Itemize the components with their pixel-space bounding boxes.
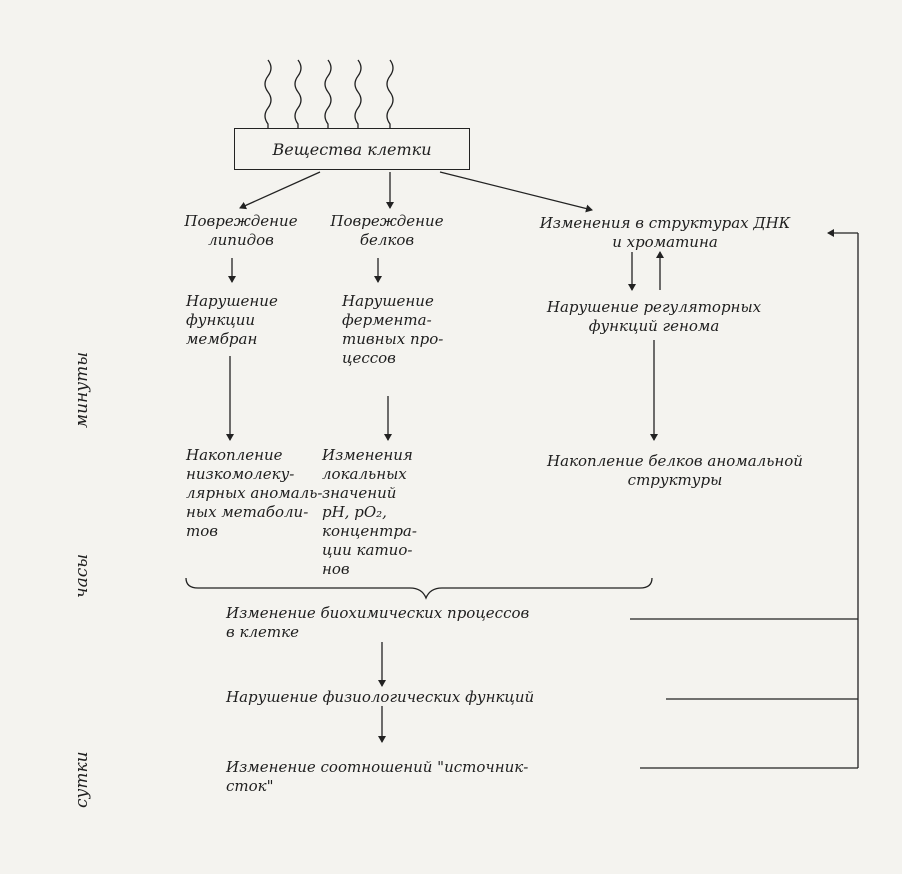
time-label-days: сутки bbox=[72, 751, 92, 808]
node-ph-changes: Изменения локальных значений pH, pO₂, ко… bbox=[322, 446, 417, 578]
cell-substances-label: Вещества клетки bbox=[272, 139, 432, 159]
cell-substances-box: Вещества клетки bbox=[234, 128, 470, 170]
radiation-wave-1 bbox=[264, 59, 272, 128]
node-source-sink-change: Изменение соотношений "источник- сток" bbox=[226, 758, 529, 795]
radiation-wave-3 bbox=[324, 59, 332, 128]
time-label-minutes: минуты bbox=[72, 351, 92, 428]
arrow-box-to-dna bbox=[439, 171, 593, 213]
node-abnormal-proteins: Накопление белков аномальной структуры bbox=[547, 452, 803, 489]
node-physiological-dysfunction: Нарушение физиологических функций bbox=[226, 688, 535, 706]
grouping-brace bbox=[185, 577, 653, 600]
node-membrane-dysfunction: Нарушение функции мембран bbox=[186, 292, 278, 348]
arrow-box-to-lipids bbox=[239, 171, 321, 210]
time-label-hours: часы bbox=[72, 553, 92, 598]
node-protein-damage: Повреждение белков bbox=[330, 212, 444, 249]
node-biochem-changes: Изменение биохимических процессов в клет… bbox=[226, 604, 530, 641]
node-lipid-damage: Повреждение липидов bbox=[184, 212, 298, 249]
node-genome-dysfunction: Нарушение регуляторных функций генома bbox=[546, 298, 762, 335]
node-enzyme-dysfunction: Нарушение фермента- тивных про- цессов bbox=[342, 292, 444, 367]
radiation-wave-2 bbox=[294, 59, 302, 128]
node-dna-changes: Изменения в структурах ДНК и хроматина bbox=[539, 214, 791, 251]
radiation-wave-5 bbox=[386, 59, 394, 128]
node-metabolite-accumulation: Накопление низкомолеку- лярных аномаль- … bbox=[186, 446, 323, 540]
radiation-wave-4 bbox=[354, 59, 362, 128]
